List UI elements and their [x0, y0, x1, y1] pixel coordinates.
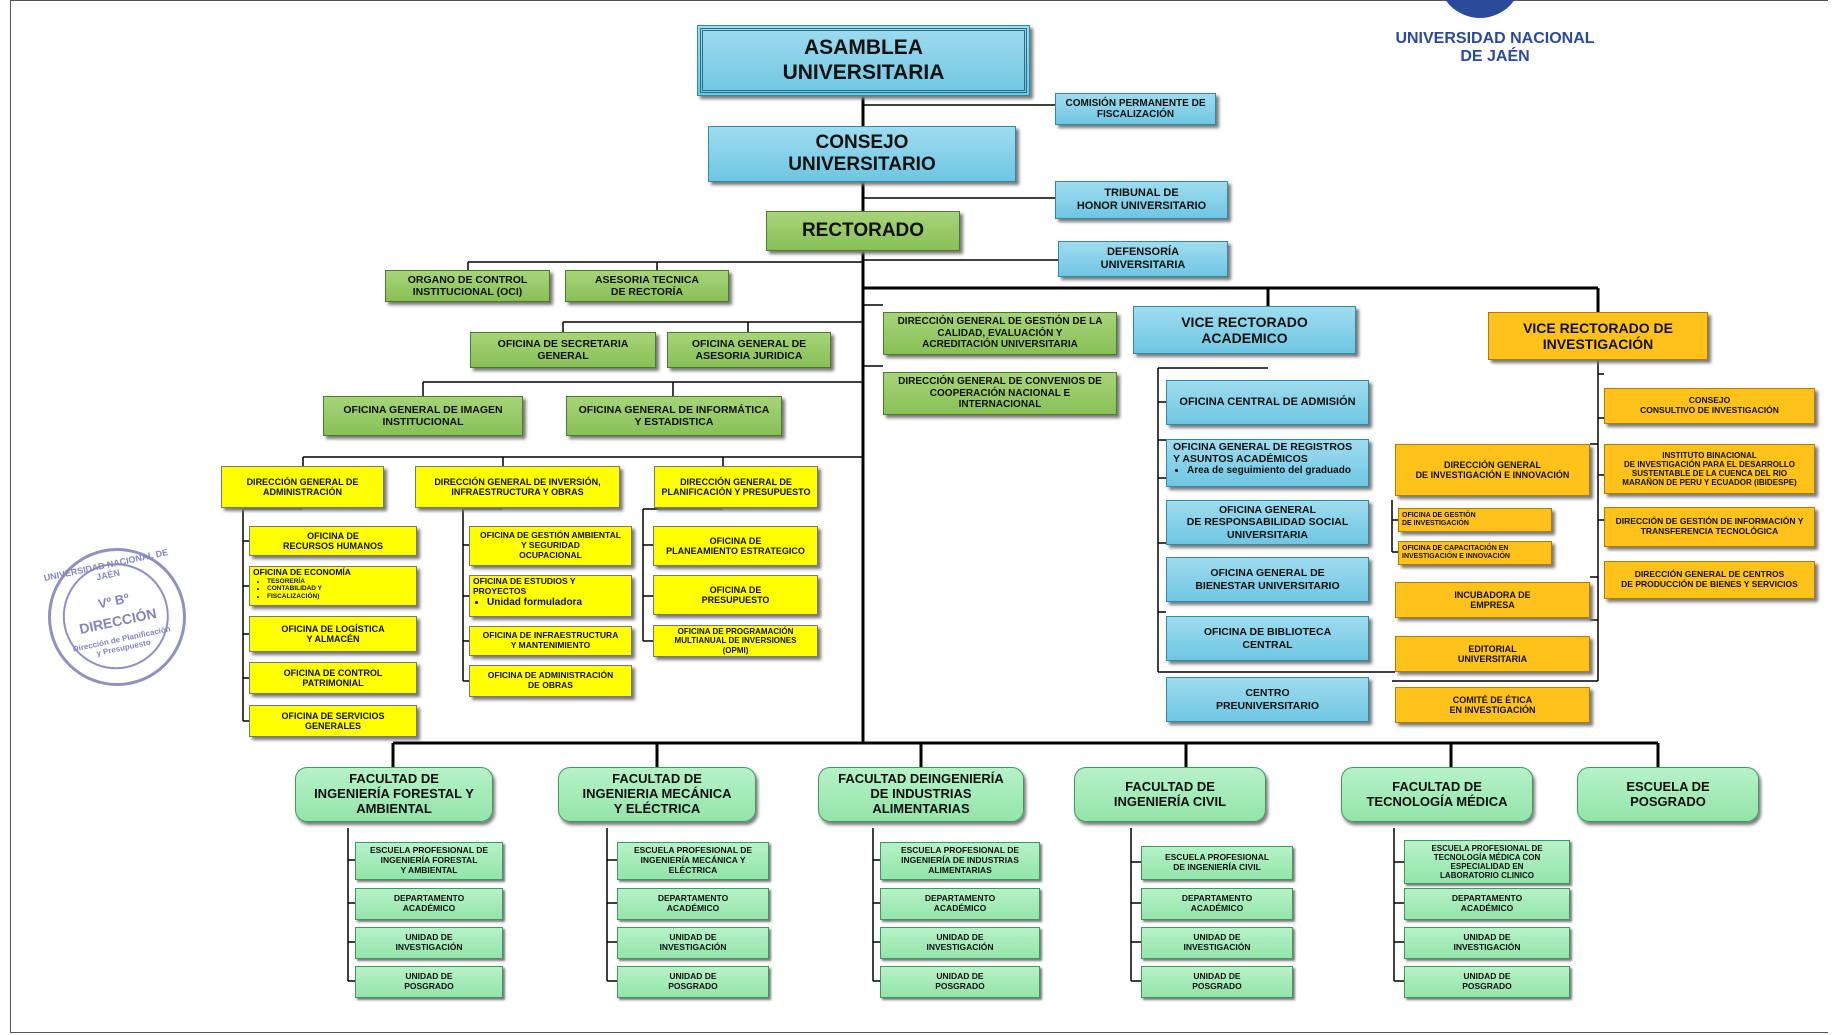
rectorado-box: RECTORADO — [766, 211, 960, 251]
economia-list: TESORERÍA CONTABILIDAD Y FISCALIZACIÓN) — [253, 578, 322, 600]
oficina-economia-box: OFICINA DE ECONOMÍA TESORERÍA CONTABILID… — [249, 566, 417, 606]
dg-inversion-box: DIRECCIÓN GENERAL DE INVERSIÓN,INFRAESTR… — [415, 466, 620, 508]
oficina-admision-box: OFICINA CENTRAL DE ADMISIÓN — [1166, 380, 1369, 425]
registros-list: Area de seguimiento del graduado — [1173, 465, 1351, 477]
page-frame — [10, 0, 1828, 1033]
estudios-list: Unidad formuladora — [473, 597, 582, 609]
university-logo-text: UNIVERSIDAD NACIONAL DE JAÉN — [1395, 30, 1595, 65]
